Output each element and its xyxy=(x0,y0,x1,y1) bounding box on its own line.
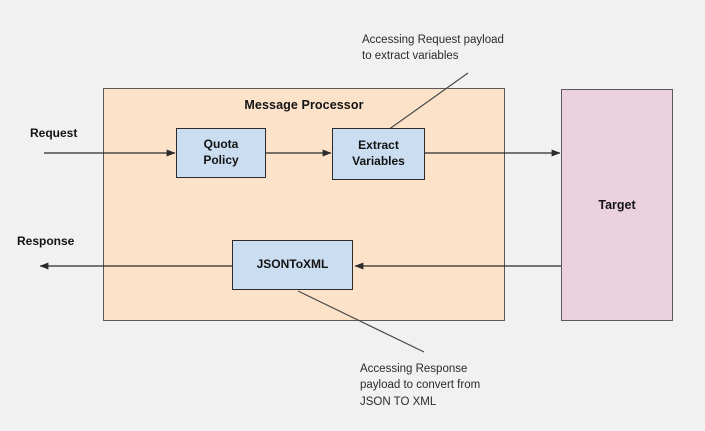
target-label: Target xyxy=(598,198,636,212)
policy-extract-variables-label-line1: Extract xyxy=(358,138,399,153)
message-processor-title: Message Processor xyxy=(244,98,364,112)
policy-quota[interactable]: Quota Policy xyxy=(176,128,266,178)
policy-quota-label-line1: Quota xyxy=(203,137,239,152)
response-flow-label: Response xyxy=(17,234,75,248)
policy-quota-label: Quota Policy xyxy=(203,137,238,169)
policy-extract-variables[interactable]: Extract Variables xyxy=(332,128,425,180)
target-container: Target xyxy=(561,89,673,321)
annotation-response-payload: Accessing Response payload to convert fr… xyxy=(360,363,481,408)
annotation-request-payload: Accessing Request payload to extract var… xyxy=(362,34,504,63)
policy-extract-variables-label: Extract Variables xyxy=(352,138,405,170)
policy-jsontoxml-label: JSONToXML xyxy=(256,257,329,272)
policy-quota-label-line2: Policy xyxy=(203,153,239,167)
policy-jsontoxml[interactable]: JSONToXML xyxy=(232,240,353,290)
request-flow-label: Request xyxy=(30,126,78,140)
policy-extract-variables-label-line2: Variables xyxy=(352,154,405,168)
